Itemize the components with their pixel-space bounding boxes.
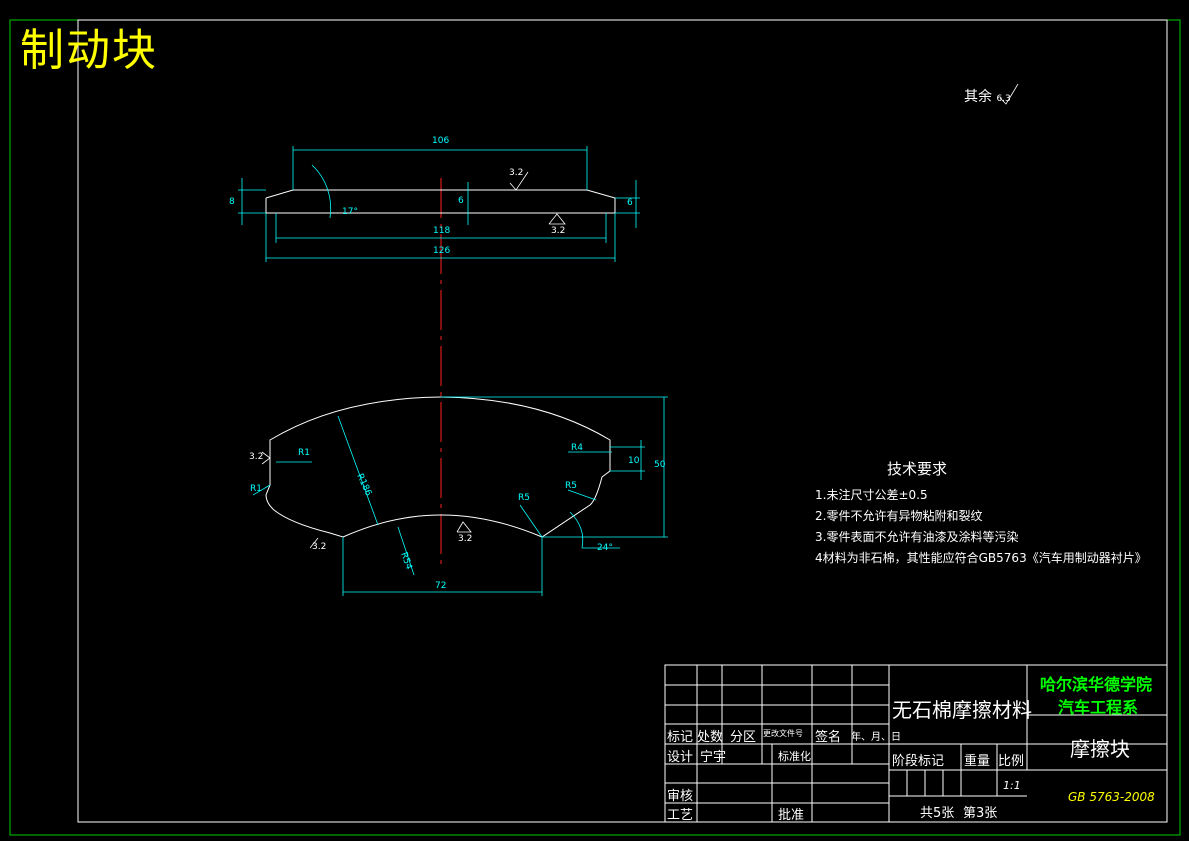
dim-72: 72	[435, 581, 447, 591]
label-approve: 批准	[778, 808, 805, 823]
label-signature: 签名	[815, 730, 842, 745]
dim-angle-24: 24°	[597, 543, 613, 553]
roughness-note-label: 其余	[964, 89, 992, 105]
drawing-title: 制动块	[20, 25, 158, 76]
label-scale: 比例	[998, 754, 1025, 769]
label-mark: 标记	[667, 730, 694, 745]
label-design: 设计	[667, 750, 694, 765]
standard-number: GB 5763-2008	[1068, 790, 1155, 804]
roughness-front-3: 3.2	[458, 534, 473, 544]
dim-R5-left: R5	[518, 493, 530, 503]
front-view	[265, 396, 611, 538]
label-sheet-no: 第3张	[963, 806, 998, 821]
label-process: 工艺	[667, 808, 694, 823]
roughness-note-value: 6.3	[996, 94, 1011, 104]
tech-requirement-2: 2.零件不允许有异物粘附和裂纹	[815, 509, 983, 523]
label-standardize: 标准化	[778, 750, 811, 763]
dim-106: 106	[432, 136, 450, 146]
front-view-dimensions	[252, 396, 668, 596]
label-count: 处数	[697, 730, 724, 745]
scale-value: 1:1	[1003, 779, 1021, 792]
tech-requirement-1: 1.未注尺寸公差±0.5	[815, 488, 928, 502]
roughness-top-1: 3.2	[509, 168, 524, 178]
dim-R4: R4	[571, 443, 583, 453]
front-view-outline	[265, 396, 611, 538]
inner-border	[77, 19, 1168, 823]
roughness-front-2: 3.2	[312, 542, 327, 552]
label-zone: 分区	[730, 730, 757, 745]
roughness-top-2: 3.2	[551, 226, 566, 236]
dim-10: 10	[628, 456, 640, 466]
tech-requirement-4: 4材料为非石棉，其性能应符合GB5763《汽车用制动器衬片》	[815, 551, 1147, 565]
dim-6-inner: 6	[458, 196, 464, 206]
roughness-note: 其余 6.3	[964, 86, 1011, 106]
material-name: 无石棉摩擦材料	[892, 698, 1032, 722]
dim-R1-bottom: R1	[250, 484, 262, 494]
label-review: 审核	[667, 789, 694, 804]
part-name: 摩擦块	[1070, 737, 1130, 761]
dim-8: 8	[229, 197, 235, 207]
label-stage-mark: 阶段标记	[892, 754, 945, 769]
dim-50: 50	[654, 460, 666, 470]
designer-name: 宁宇	[700, 750, 727, 765]
label-date: 年、月、日	[851, 732, 901, 743]
roughness-front-1: 3.2	[249, 452, 264, 462]
dim-R1-top: R1	[298, 448, 310, 458]
dim-R5-right: R5	[565, 481, 577, 491]
tech-requirement-3: 3.零件表面不允许有油漆及涂料等污染	[815, 530, 1019, 544]
dim-118: 118	[433, 226, 451, 236]
label-weight: 重量	[964, 754, 991, 769]
label-change-doc: 更改文件号	[763, 729, 803, 738]
dim-126: 126	[433, 246, 451, 256]
title-block-grid	[664, 664, 1168, 823]
top-view-dimensions	[238, 146, 640, 262]
label-sheets: 共5张	[920, 806, 955, 821]
tech-requirements-title: 技术要求	[887, 460, 948, 478]
dim-6-right: 6	[627, 198, 633, 208]
roughness-symbols	[261, 83, 1019, 549]
school-name: 哈尔滨华德学院	[1040, 675, 1153, 694]
dim-angle-17: 17°	[342, 207, 358, 217]
department-name: 汽车工程系	[1058, 698, 1139, 717]
